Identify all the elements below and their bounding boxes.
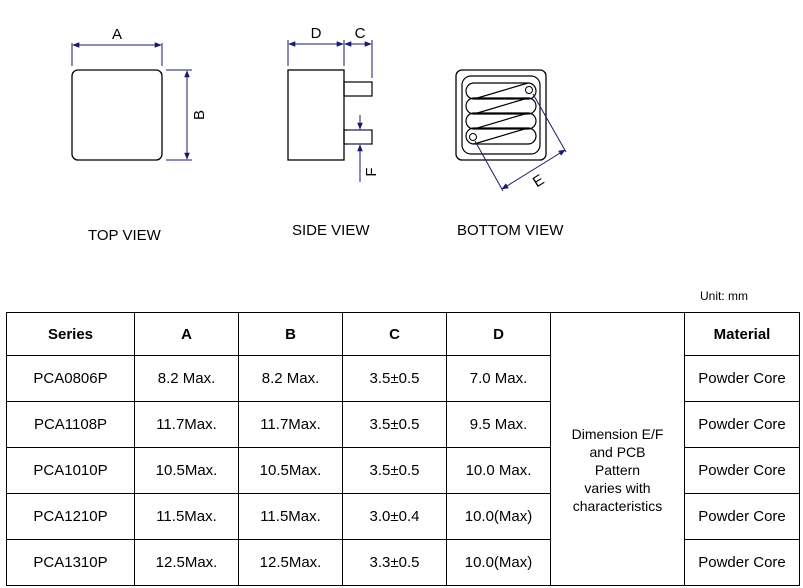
note-line: Dimension E/F <box>571 426 664 443</box>
cell-series: PCA1210P <box>6 493 135 540</box>
table-row: PCA0806P 8.2 Max. 8.2 Max. 3.5±0.5 7.0 M… <box>6 355 800 586</box>
cell-b: 11.5Max. <box>238 493 343 540</box>
header-d: D <box>446 312 551 356</box>
cell-series: PCA0806P <box>6 355 135 402</box>
note-line: varies with <box>584 480 651 497</box>
cell-material: Powder Core <box>684 355 800 402</box>
coil-end-bottom <box>469 133 477 141</box>
side-view: D C F <box>287 25 380 182</box>
top-view-label: TOP VIEW <box>88 227 161 244</box>
cell-a: 12.5Max. <box>134 539 239 586</box>
unit-label: Unit: mm <box>700 289 748 303</box>
header-b: B <box>238 312 343 356</box>
bottom-view: E <box>455 69 567 192</box>
side-view-body <box>287 69 345 161</box>
header-a: A <box>134 312 239 356</box>
cell-d: 9.5 Max. <box>446 401 551 448</box>
cell-material: Powder Core <box>684 539 800 586</box>
coil-windings <box>465 82 537 145</box>
cell-a: 11.5Max. <box>134 493 239 540</box>
cell-c: 3.5±0.5 <box>342 401 447 448</box>
dim-e-line <box>501 149 566 190</box>
cell-a: 10.5Max. <box>134 447 239 494</box>
dim-a-label: A <box>112 26 122 43</box>
cell-a: 11.7Max. <box>134 401 239 448</box>
header-c: C <box>342 312 447 356</box>
cell-b: 8.2 Max. <box>238 355 343 402</box>
note-line: Pattern <box>594 462 641 479</box>
dim-b-label: B <box>191 110 208 120</box>
table-row: PCA1010P 10.5Max. 10.5Max. 3.5±0.5 10.0 … <box>6 447 800 494</box>
table-header-row: Series A B C D Material <box>6 312 800 356</box>
side-view-label: SIDE VIEW <box>292 222 370 239</box>
cell-material: Powder Core <box>684 401 800 448</box>
cell-c: 3.5±0.5 <box>342 355 447 402</box>
cell-b: 11.7Max. <box>238 401 343 448</box>
bottom-view-inner <box>461 75 541 155</box>
spec-table: Series A B C D Material PCA0806P 8.2 Max… <box>6 312 800 586</box>
dimension-note: Dimension E/F and PCB Pattern varies wit… <box>550 355 685 586</box>
cell-a: 8.2 Max. <box>134 355 239 402</box>
header-series: Series <box>6 312 135 356</box>
dim-c-label: C <box>355 25 366 42</box>
cell-series: PCA1310P <box>6 539 135 586</box>
coil-end-top <box>525 86 533 94</box>
header-blank <box>550 312 685 356</box>
dim-f-label: F <box>363 167 380 176</box>
note-line: characteristics <box>572 498 663 515</box>
cell-d: 7.0 Max. <box>446 355 551 402</box>
cell-b: 10.5Max. <box>238 447 343 494</box>
side-view-terminal-bottom <box>343 129 373 145</box>
side-view-terminal-top <box>343 81 373 97</box>
dim-e-label: E <box>530 171 548 191</box>
top-view-body <box>71 69 163 161</box>
header-material: Material <box>684 312 800 356</box>
cell-material: Powder Core <box>684 447 800 494</box>
cell-b: 12.5Max. <box>238 539 343 586</box>
cell-d: 10.0(Max) <box>446 493 551 540</box>
cell-series: PCA1108P <box>6 401 135 448</box>
cell-material: Powder Core <box>684 493 800 540</box>
cell-c: 3.0±0.4 <box>342 493 447 540</box>
top-view: A B <box>71 26 208 161</box>
table-row: PCA1210P 11.5Max. 11.5Max. 3.0±0.4 10.0(… <box>6 493 800 540</box>
cell-d: 10.0 Max. <box>446 447 551 494</box>
bottom-view-outer <box>455 69 547 161</box>
bottom-view-label: BOTTOM VIEW <box>457 222 564 239</box>
cell-series: PCA1010P <box>6 447 135 494</box>
cell-c: 3.3±0.5 <box>342 539 447 586</box>
cell-d: 10.0(Max) <box>446 539 551 586</box>
cell-c: 3.5±0.5 <box>342 447 447 494</box>
table-row: PCA1310P 12.5Max. 12.5Max. 3.3±0.5 10.0(… <box>6 539 800 586</box>
note-line: and PCB <box>589 444 646 461</box>
dim-d-label: D <box>311 25 322 42</box>
dimension-drawing: A B D C F <box>71 25 567 192</box>
